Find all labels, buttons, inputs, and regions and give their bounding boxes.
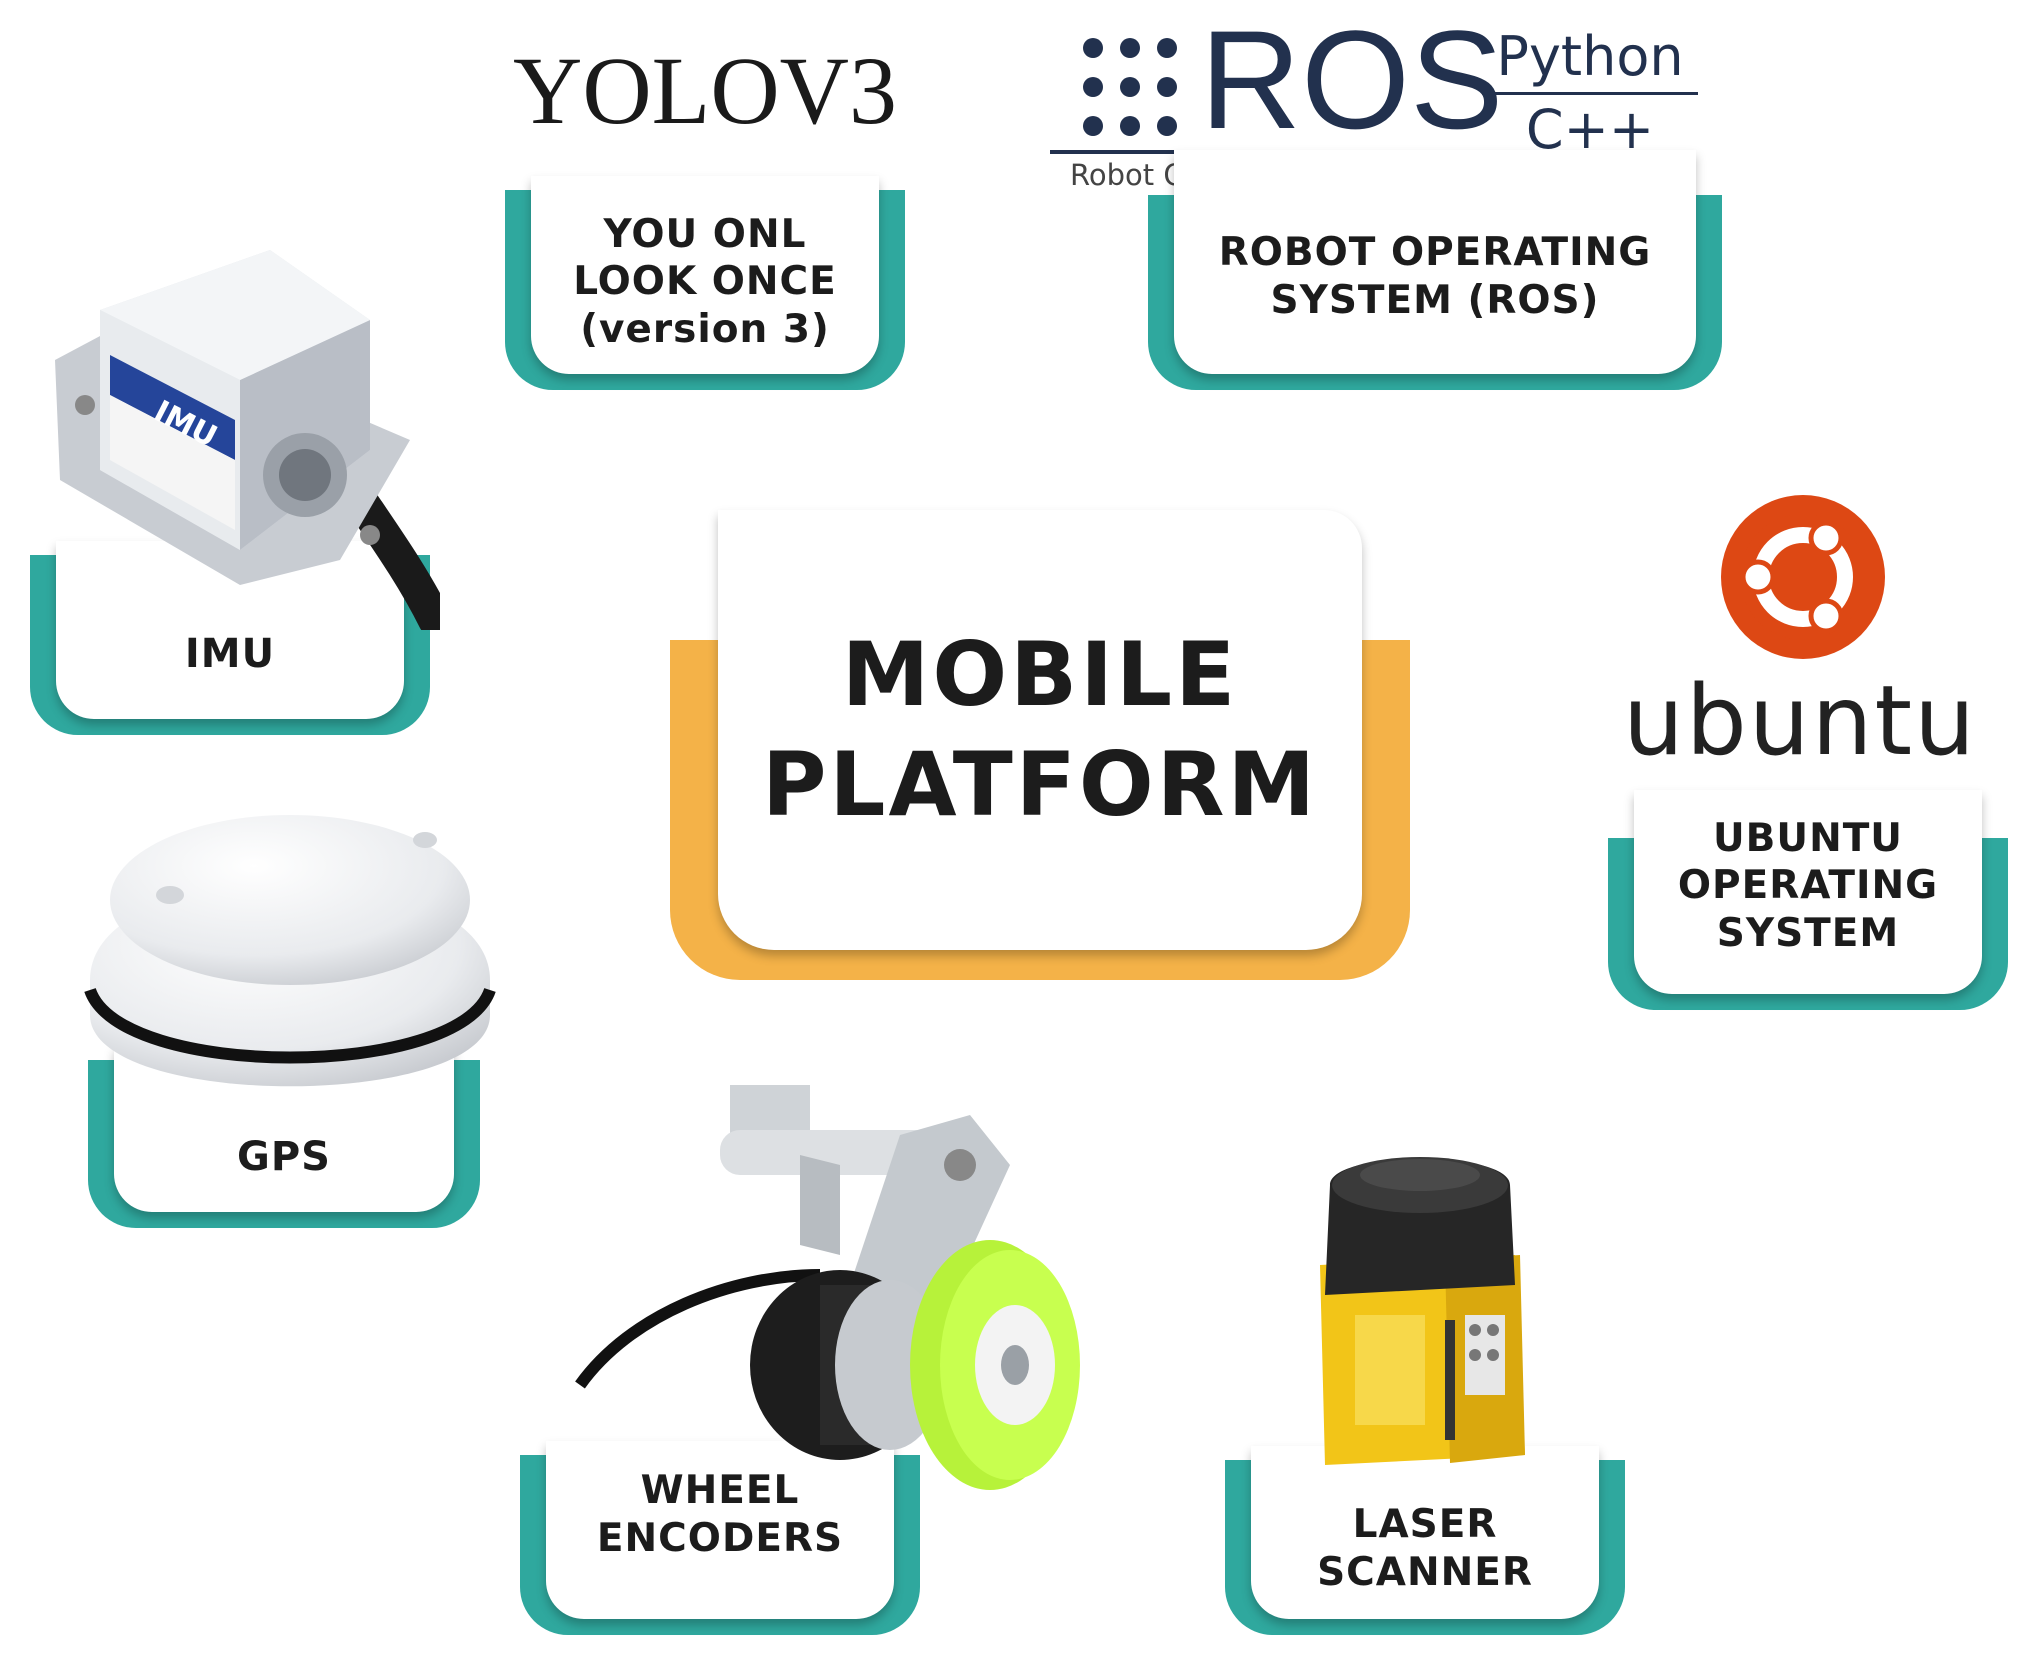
- yolo-card-face: [531, 176, 879, 374]
- ubuntu-card: UBUNTU OPERATING SYSTEM: [1608, 790, 2008, 1010]
- laser-card-face: [1251, 1446, 1599, 1619]
- gps-antenna-icon: [84, 815, 496, 1087]
- yolo-card: YOU ONL LOOK ONCE (version 3): [505, 176, 905, 390]
- ros-dots-icon: [1083, 38, 1177, 136]
- ubuntu-logo-text: ubuntu: [1623, 665, 1977, 777]
- wheel-card: WHEEL ENCODERS: [520, 1441, 920, 1635]
- wheel-encoder-icon: [575, 1085, 1080, 1490]
- wheel-card-face: [546, 1441, 894, 1619]
- imu-card: IMU: [30, 541, 430, 735]
- ros-logo-text: ROS: [1200, 1, 1504, 158]
- wheel-label: WHEEL ENCODERS: [596, 1468, 844, 1561]
- mobile-platform-title: MOBILE PLATFORM: [761, 623, 1319, 836]
- laser-label: LASER SCANNER: [1317, 1501, 1533, 1595]
- yolo-logo: YOLOV3: [505, 35, 905, 146]
- ros-label: ROBOT OPERATING SYSTEM (ROS): [1218, 230, 1652, 323]
- mobile-platform-card-face: [718, 510, 1362, 950]
- ros-lang-python: Python: [1496, 25, 1684, 88]
- ubuntu-logo-icon: [1721, 495, 1885, 659]
- ubuntu-label: UBUNTU OPERATING SYSTEM: [1677, 815, 1939, 956]
- yolo-logo-text: YOLOV3: [513, 37, 897, 144]
- laser-scanner-icon: [1320, 1157, 1525, 1465]
- gps-card: GPS: [88, 1046, 480, 1228]
- yolo-label: YOU ONL LOOK ONCE (version 3): [573, 211, 837, 352]
- gps-label: GPS: [237, 1134, 331, 1181]
- ubuntu-card-face: [1634, 790, 1982, 994]
- imu-label: IMU: [184, 631, 276, 678]
- mobile-platform-card: MOBILE PLATFORM: [670, 510, 1410, 980]
- imu-device-icon: IMU: [55, 250, 440, 630]
- laser-card: LASER SCANNER: [1225, 1446, 1625, 1635]
- ros-card: ROBOT OPERATING SYSTEM (ROS): [1148, 150, 1722, 390]
- ros-lang-divider: [1482, 92, 1698, 95]
- ros-card-face: [1174, 150, 1696, 374]
